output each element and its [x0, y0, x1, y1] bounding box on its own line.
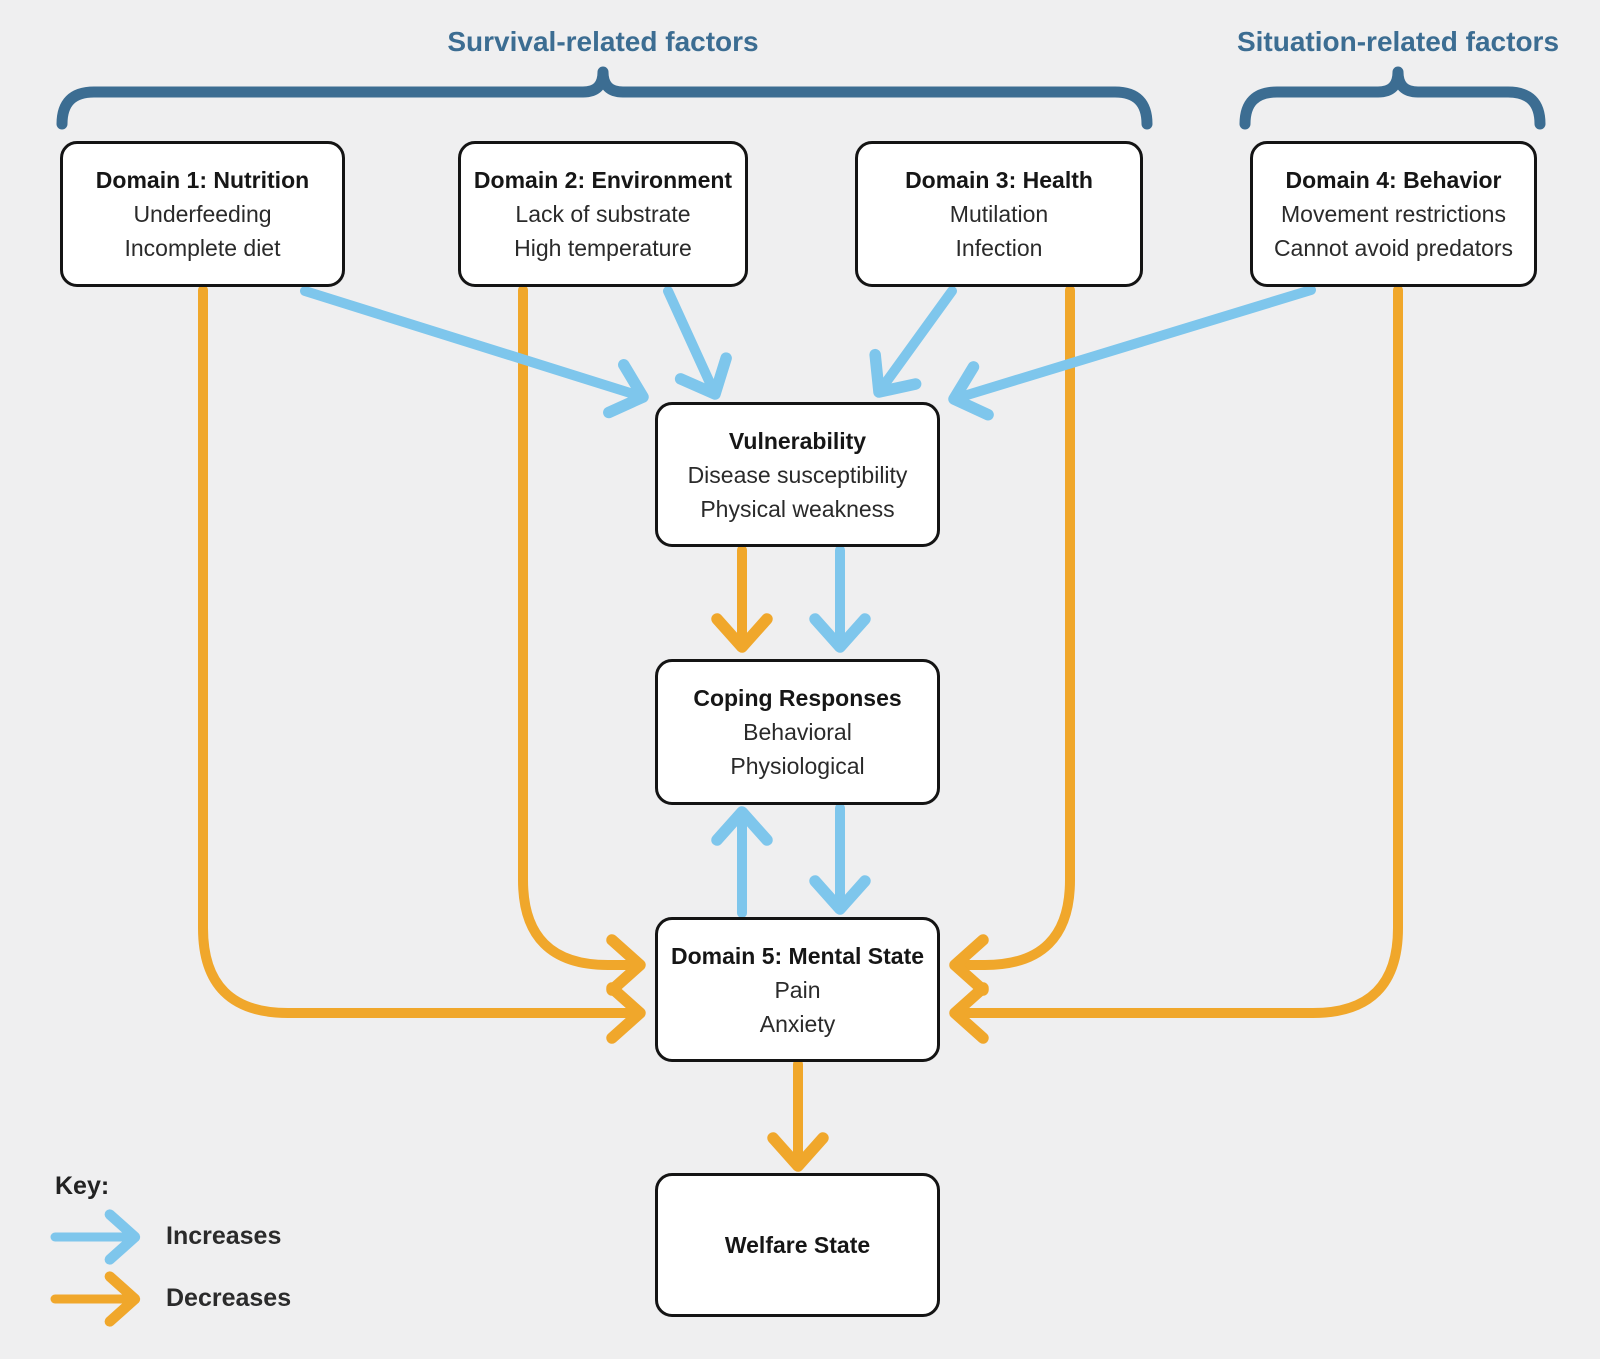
- node-coping-responses: Coping Responses Behavioral Physiologica…: [655, 659, 940, 805]
- header-survival-factors: Survival-related factors: [447, 26, 759, 57]
- node-item: Movement restrictions: [1281, 201, 1506, 227]
- edge-domain4-mental-decreases: [949, 285, 1403, 1044]
- node-domain1-nutrition: Domain 1: Nutrition Underfeeding Incompl…: [60, 141, 345, 287]
- edge-domain2-vulnerability-increases: [663, 286, 732, 400]
- node-title: Domain 1: Nutrition: [95, 167, 310, 193]
- node-title: Coping Responses: [693, 685, 902, 711]
- edge-domain1-vulnerability-increases: [300, 286, 649, 419]
- node-title: Domain 2: Environment: [473, 167, 733, 193]
- node-domain5-mental-state: Domain 5: Mental State Pain Anxiety: [655, 917, 940, 1062]
- node-item: High temperature: [514, 235, 692, 261]
- brace-survival-factors: [56, 66, 1153, 130]
- node-item: Pain: [774, 976, 821, 1003]
- header-situation-factors: Situation-related factors: [1236, 26, 1560, 57]
- node-item: Lack of substrate: [515, 201, 691, 227]
- edge-domain1-mental-decreases: [198, 285, 646, 1044]
- edge-domain3-vulnerability-increases: [869, 286, 957, 398]
- node-item: Physiological: [730, 753, 865, 779]
- node-domain3-health: Domain 3: Health Mutilation Infection: [855, 141, 1143, 287]
- node-item: Behavioral: [743, 719, 852, 745]
- node-title: Domain 5: Mental State: [670, 942, 925, 969]
- node-title: Welfare State: [724, 1232, 871, 1258]
- node-item: Incomplete diet: [124, 235, 281, 261]
- node-domain4-behavior: Domain 4: Behavior Movement restrictions…: [1250, 141, 1537, 287]
- node-item: Underfeeding: [133, 201, 272, 227]
- edge-domain3-mental-decreases: [949, 285, 1075, 996]
- node-title: Domain 4: Behavior: [1285, 167, 1502, 193]
- node-title: Domain 3: Health: [905, 167, 1093, 193]
- edge-domain2-mental-decreases: [518, 285, 646, 996]
- node-title: Vulnerability: [728, 427, 867, 454]
- node-domain2-environment: Domain 2: Environment Lack of substrate …: [458, 141, 748, 287]
- node-item: Anxiety: [759, 1010, 836, 1037]
- edge-domain4-vulnerability-increases: [948, 285, 1316, 421]
- key-increases-label: Increases: [166, 1222, 282, 1250]
- key-title: Key:: [55, 1172, 110, 1200]
- node-item: Cannot avoid predators: [1273, 235, 1514, 261]
- node-item: Mutilation: [949, 201, 1049, 227]
- node-item: Disease susceptibility: [687, 461, 908, 488]
- node-welfare-state: Welfare State: [655, 1173, 940, 1317]
- brace-situation-factors: [1239, 66, 1546, 130]
- key-decreases-label: Decreases: [166, 1284, 292, 1312]
- node-item: Infection: [955, 235, 1043, 261]
- node-item: Physical weakness: [700, 495, 895, 522]
- node-vulnerability: Vulnerability Disease susceptibility Phy…: [655, 402, 940, 547]
